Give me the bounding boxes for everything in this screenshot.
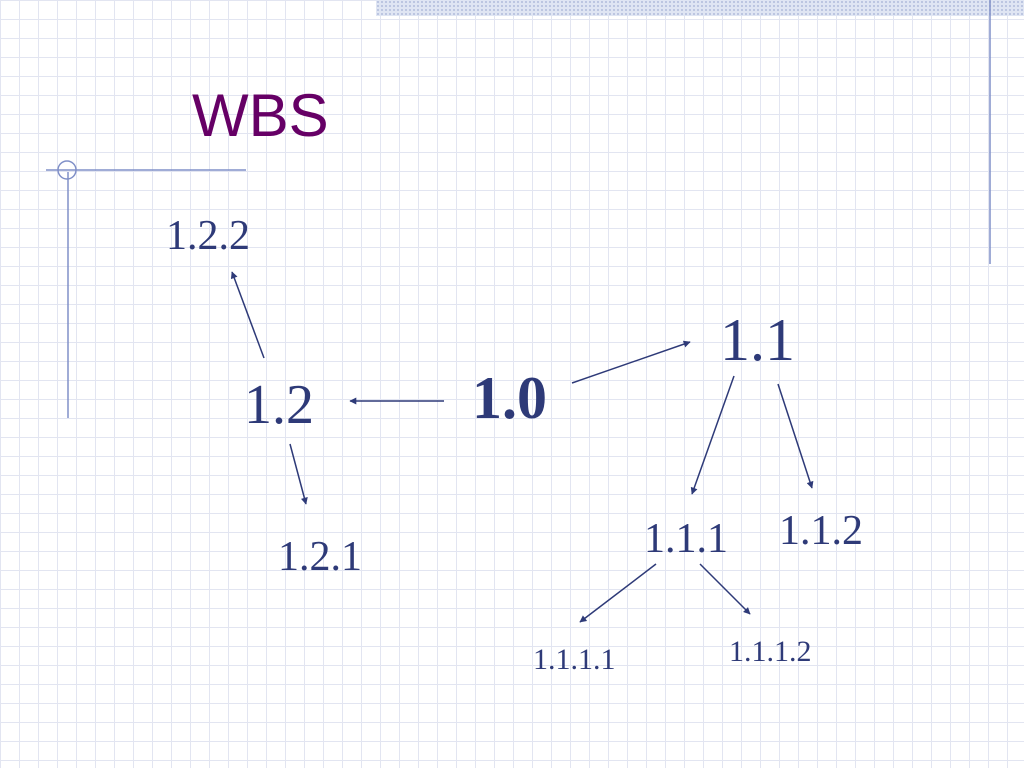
top-decorative-band: [376, 0, 1024, 16]
node-1-1: 1.1: [720, 307, 795, 373]
edge-1.1-to-1.1.1: [690, 375, 735, 495]
edge-1.1.1-to-1.1.1.1: [579, 563, 657, 623]
decor-circle: [57, 160, 77, 180]
edge-1.1.1-to-1.1.1.2: [699, 563, 751, 615]
node-1-1-1: 1.1.1: [644, 516, 728, 562]
node-1-2-2: 1.2.2: [166, 213, 250, 259]
node-1-2-1: 1.2.1: [278, 534, 362, 580]
edge-1.0-to-1.1: [571, 340, 691, 384]
node-1-0: 1.0: [472, 365, 547, 431]
edge-1.2-to-1.2.1: [289, 443, 308, 505]
node-1-1-2: 1.1.2: [779, 508, 863, 554]
edge-1.1-to-1.1.2: [777, 383, 814, 489]
node-1-1-1-1: 1.1.1.1: [533, 643, 616, 676]
slide-title: WBS: [192, 82, 329, 149]
node-1-1-1-2: 1.1.1.2: [729, 635, 812, 668]
node-1-2: 1.2: [244, 374, 314, 436]
edge-1.2-to-1.2.2: [230, 271, 265, 359]
